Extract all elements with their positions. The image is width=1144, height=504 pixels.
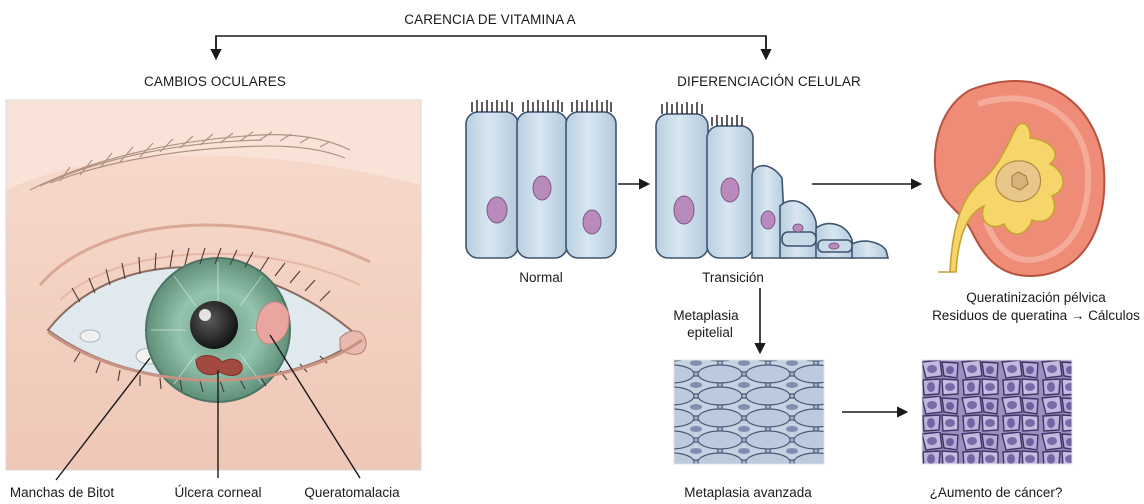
pupil [190,301,238,349]
label-cancer: ¿Aumento de cáncer? [930,485,1063,500]
eye-illustration [6,100,421,470]
transition-epithelium [656,102,888,258]
kidney-illustration [935,81,1105,276]
branch-label-cellular: DIFERENCIACIÓN CELULAR [677,74,861,89]
label-keratomalacia: Queratomalacia [304,485,400,500]
label-advanced-metaplasia: Metaplasia avanzada [684,485,812,500]
advanced-metaplasia-tissue [674,360,824,464]
diagram-title: CARENCIA DE VITAMINA A [404,12,576,27]
label-normal: Normal [519,270,563,285]
label-bitot: Manchas de Bitot [10,485,115,500]
label-metaplasia-1: Metaplasia [673,308,739,323]
branch-arrows [216,36,766,58]
label-transition: Transición [702,270,764,285]
label-ulcer: Úlcera corneal [174,485,261,500]
normal-epithelium [466,100,616,258]
label-kidney-1: Queratinización pélvica [966,290,1106,305]
label-kidney-2: Residuos de queratina → Cálculos [932,308,1140,323]
branch-label-ocular: CAMBIOS OCULARES [144,74,286,89]
label-metaplasia-2: epitelial [687,325,733,340]
cancer-tissue [922,360,1072,464]
